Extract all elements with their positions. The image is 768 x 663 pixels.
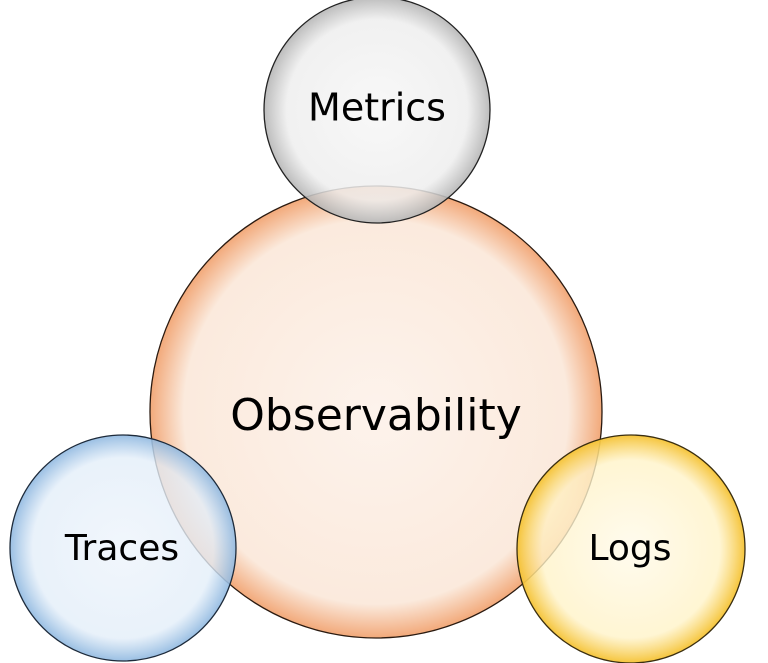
metrics-label: Metrics bbox=[308, 86, 446, 130]
observability-label: Observability bbox=[230, 390, 522, 441]
metrics-circle: Metrics bbox=[263, 0, 491, 224]
traces-circle: Traces bbox=[9, 434, 237, 662]
observability-circle: Observability bbox=[149, 185, 603, 639]
logs-circle: Logs bbox=[516, 434, 746, 663]
logs-label: Logs bbox=[588, 528, 671, 569]
traces-label: Traces bbox=[64, 528, 179, 569]
